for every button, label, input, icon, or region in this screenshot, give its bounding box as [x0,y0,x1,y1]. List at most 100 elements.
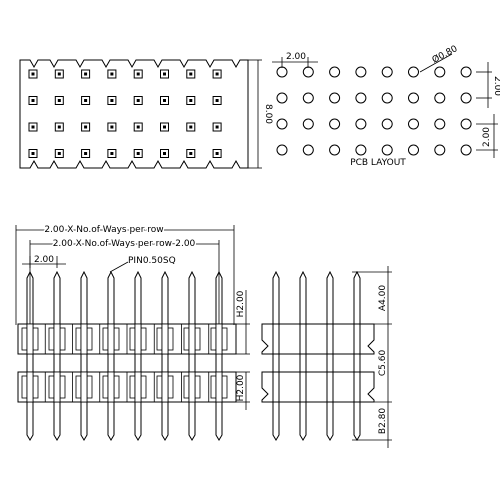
pcb-hole [408,66,419,78]
pin-through-cell [188,323,196,355]
side-b-dim: B2.80 [378,408,388,434]
pin-square [189,72,193,76]
pcb-hole [408,118,419,130]
pcb-hole [276,92,288,104]
pin-through-cell [26,371,34,403]
pin-square [163,72,166,76]
square-hole [54,69,64,79]
pcb-hole-dia: Ø0.80 [430,43,459,66]
pin-through-cell [134,323,142,355]
square-hole [186,122,196,132]
front-pin [53,270,61,441]
square-hole [133,69,143,79]
pin-square [189,125,193,129]
pcb-hole [381,118,393,130]
side-view: A4.00 C5.60 B2.80 [261,266,392,448]
pcb-hole [302,92,314,104]
front-pitch-text: 2.00 [34,255,54,265]
pin-through-cell [188,371,196,403]
square-hole [186,69,196,79]
housing-cells [17,323,237,403]
pcb-hole [329,118,341,130]
square-hole [54,122,64,132]
front-pin [80,270,88,441]
pcb-layout-title: PCB LAYOUT [350,158,406,168]
upper-h-dim: H2.00 [236,290,246,317]
square-hole [186,149,196,158]
pcb-hole [460,66,472,78]
pin-square [84,125,88,129]
front-pin [107,270,115,441]
pin-through-cell [53,371,61,403]
pin-square [110,125,114,129]
pin-through-cell [80,323,88,355]
pin-square [163,152,166,155]
hole-dia-leader [419,53,453,73]
pin-square [31,72,35,76]
pcb-hole [276,118,288,130]
pin-square [163,125,166,129]
front-pin [134,270,142,441]
pin-square [57,99,61,102]
square-hole [160,149,169,158]
pcb-hole [381,66,393,78]
pin-square [136,152,140,155]
pin-through-cell [107,323,115,355]
pcb-hole [355,66,367,78]
square-hole [54,149,64,158]
pin-square [31,99,35,102]
pin-square [84,152,88,155]
pin-through-cell [134,371,142,403]
pcb-hole [355,144,367,156]
pcb-hole [434,92,446,104]
square-hole [160,122,169,132]
pin-square [31,125,35,129]
pcb-hole [302,144,314,156]
pin-through-cell [215,371,223,403]
square-hole [133,96,143,105]
front-pin [215,270,223,441]
pin-square [136,99,140,102]
pcb-hole [302,118,314,130]
inner-dim-text: 2.00 X No.of Ways per row-2.00 [53,239,196,249]
pin-square [84,99,88,102]
pcb-hole [302,66,314,78]
square-hole [212,69,222,79]
pcb-hole [381,144,393,156]
lower-h-dim: H2.00 [236,374,246,401]
pin-square [84,72,88,76]
side-pin [272,270,280,441]
pin-square [215,72,219,76]
square-hole [28,69,38,79]
pin-through-cell [26,323,34,355]
top-view: 8.00 [19,59,273,169]
pin-square [163,99,166,102]
pin-square [215,99,219,102]
square-hole [107,69,117,79]
pin-square [110,99,114,102]
square-hole [54,96,64,105]
pin-square [136,72,140,76]
pin-square [57,72,61,76]
side-c-dim: C5.60 [378,350,388,377]
square-hole [212,96,222,105]
top-height-dim: 8.00 [263,104,273,124]
pin-through-cell [161,323,169,355]
pin-label-leader [109,261,129,273]
pin-square [110,72,114,76]
square-hole [160,69,169,79]
square-hole [133,122,143,132]
square-hole [28,122,38,132]
front-pin [188,270,196,441]
square-hole [107,96,117,105]
pcb-hole [434,66,446,78]
square-hole [28,96,38,105]
upper-side-housing [261,323,375,355]
square-hole-grid [28,69,222,158]
square-hole [212,122,222,132]
side-pin [299,270,307,441]
pcb-layout: 2.00 Ø0.80 2.00 2.00 PCB LAYOUT [272,43,500,168]
square-hole [107,149,117,158]
pin-square [215,152,219,155]
